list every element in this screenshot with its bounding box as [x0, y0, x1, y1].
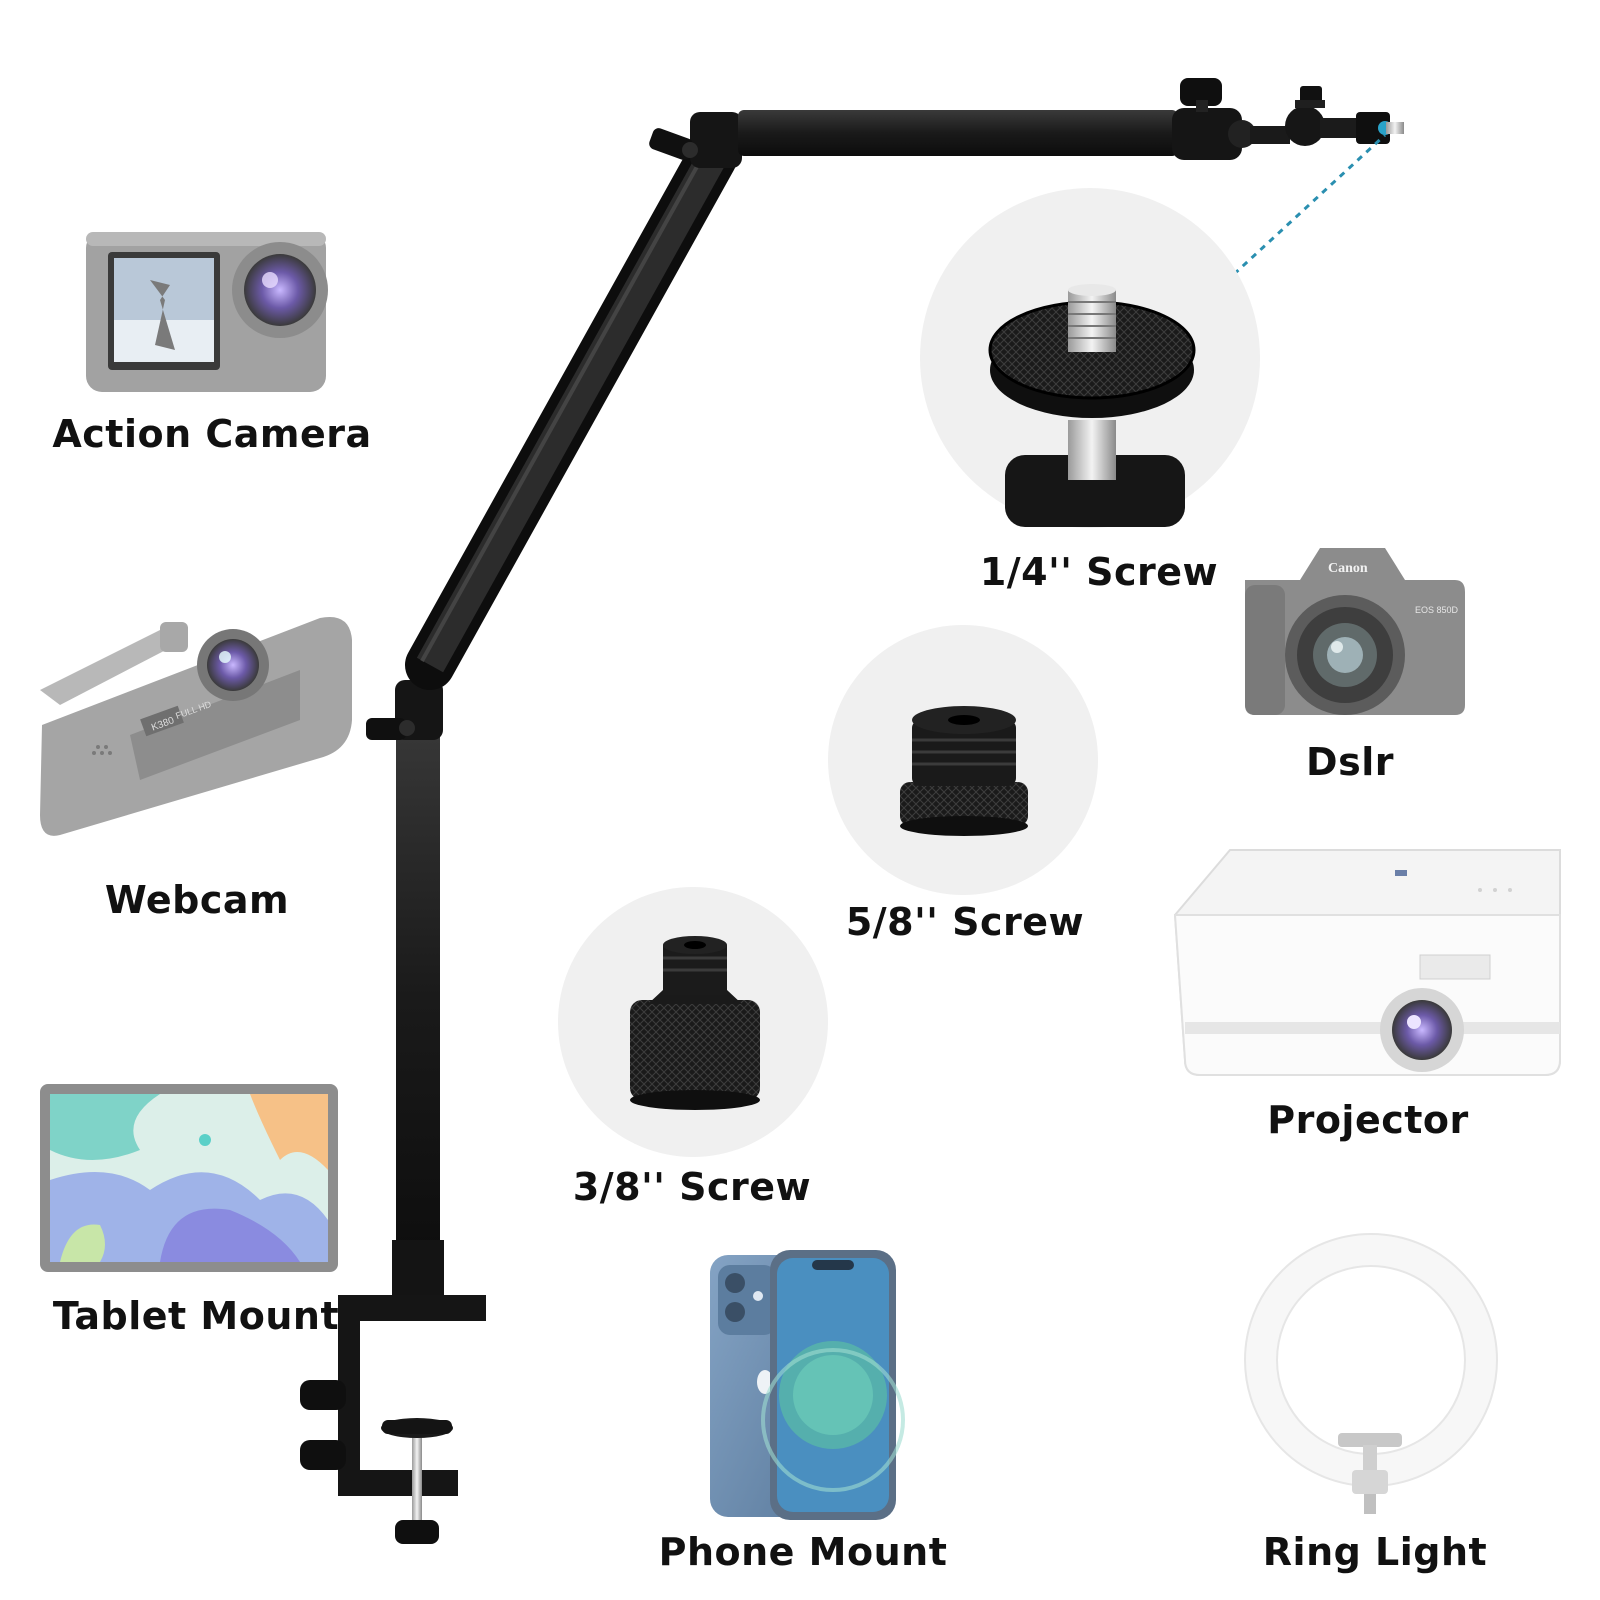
label-dslr: Dslr [1306, 740, 1394, 784]
diagonal-arm [405, 133, 737, 690]
desk-clamp [300, 1295, 486, 1544]
label-phone-mount: Phone Mount [658, 1530, 948, 1574]
screw-5-8-detail [828, 625, 1098, 895]
label-projector: Projector [1267, 1098, 1469, 1142]
upper-joint [649, 112, 742, 168]
desk-arm [300, 78, 1404, 1544]
camera-model-text: EOS 850D [1415, 605, 1459, 615]
webcam-image: K380 FULL HD [40, 616, 352, 836]
end-joint [1172, 78, 1256, 160]
label-tablet-mount: Tablet Mount [52, 1294, 340, 1338]
action-camera-image [86, 232, 328, 392]
ring-light-image [1244, 1233, 1498, 1514]
label-screw-1-4: 1/4'' Screw [979, 550, 1219, 594]
ball-head [1250, 86, 1404, 146]
phone-image [710, 1250, 905, 1520]
label-screw-5-8: 5/8'' Screw [845, 900, 1085, 944]
label-webcam: Webcam [104, 878, 290, 922]
camera-brand-text: Canon [1328, 561, 1368, 576]
tablet-image [40, 1084, 338, 1272]
label-ring-light: Ring Light [1262, 1530, 1488, 1574]
dslr-image: Canon EOS 850D [1245, 548, 1465, 715]
vertical-pole [396, 700, 440, 1295]
label-screw-3-8: 3/8'' Screw [572, 1165, 812, 1209]
leader-line [1179, 133, 1387, 325]
lower-joint [366, 680, 443, 740]
screw-3-8-detail [558, 887, 828, 1157]
top-arm [738, 110, 1178, 156]
label-action-camera: Action Camera [52, 412, 372, 456]
screw-1-4-detail [920, 188, 1260, 528]
projector-image [1173, 849, 1561, 1076]
